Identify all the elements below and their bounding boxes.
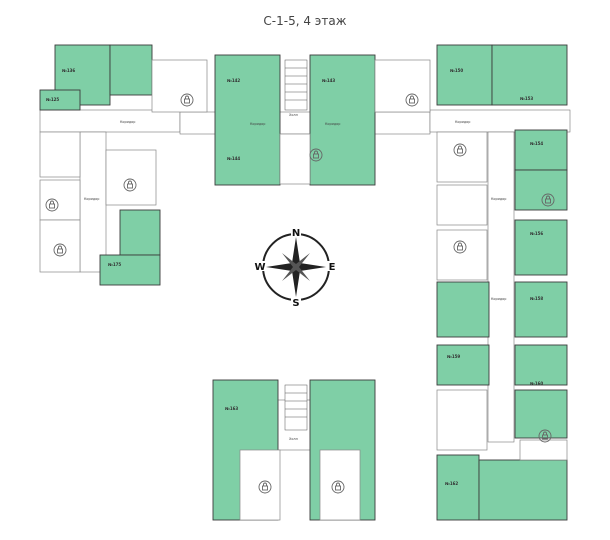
apartment-left-1[interactable] [119, 209, 161, 256]
apt-label: №143 [322, 78, 335, 83]
corridor-label: Коридор [491, 197, 506, 201]
apartment-east-3[interactable] [436, 454, 480, 521]
corridor-label: Коридор [491, 297, 506, 301]
plan-title: С-1-5, 4 этаж [263, 14, 347, 28]
compass-east: E [329, 262, 336, 273]
corridor-labels: Коридор Коридор Коридор Коридор Коридор … [84, 113, 506, 441]
apt-label: №156 [530, 231, 543, 236]
apt-label: №153 [520, 96, 533, 101]
apartment-154[interactable] [514, 129, 568, 171]
lock-icon [123, 178, 137, 192]
apt-label: №160 [530, 381, 543, 386]
lock-icon [258, 480, 272, 494]
apartment-162[interactable] [478, 459, 568, 521]
corridor-label: Коридор [250, 122, 265, 126]
apartment-142[interactable] [214, 54, 281, 186]
apartment-175[interactable] [99, 254, 161, 286]
apt-label: №163 [225, 406, 238, 411]
lock-icons [45, 93, 555, 494]
compass-west: W [254, 262, 265, 273]
lock-icon [541, 193, 555, 207]
compass-south: S [292, 298, 299, 309]
apartment-153[interactable] [491, 44, 568, 106]
hall-label: Холл [289, 113, 298, 117]
apt-label: №154 [530, 141, 543, 146]
apartment-125[interactable] [39, 89, 81, 111]
lock-icon [538, 429, 552, 443]
lock-icon [331, 480, 345, 494]
corridor-label: Коридор [455, 120, 470, 124]
apt-label: №162 [445, 481, 458, 486]
apt-label: №136 [62, 68, 75, 73]
apartment-east-2[interactable] [514, 281, 568, 338]
apt-label: №125 [46, 97, 59, 102]
apartment-east-1[interactable] [514, 169, 568, 211]
hall-label: Холл [289, 437, 298, 441]
apartment-150[interactable] [436, 44, 493, 106]
apartment-west-1[interactable] [436, 281, 490, 338]
lock-icon [453, 143, 467, 157]
lock-icon [453, 240, 467, 254]
lock-icon [45, 198, 59, 212]
lock-icon [180, 93, 194, 107]
apartment-143[interactable] [309, 54, 376, 186]
apt-label: №144 [227, 156, 240, 161]
apartment-labels: №136 №125 №142 №143 №144 №150 №153 №154 … [46, 68, 543, 486]
compass-north: N [292, 228, 300, 239]
apt-label: №159 [447, 354, 460, 359]
apt-label: №158 [530, 296, 543, 301]
staircase-bottom [284, 384, 308, 431]
apartment-158[interactable] [436, 344, 490, 386]
sold-apartments [39, 59, 568, 521]
compass-rose: N S W E [254, 227, 337, 309]
corridor-label: Коридор [325, 122, 340, 126]
lock-icon [53, 243, 67, 257]
apt-label: №142 [227, 78, 240, 83]
lock-icon [405, 93, 419, 107]
corridor-label: Коридор [120, 120, 135, 124]
apartment-160[interactable] [514, 389, 568, 439]
corridor-label: Коридор [84, 197, 99, 201]
apartment-159[interactable] [514, 344, 568, 386]
staircase-top [284, 59, 308, 111]
apartment-top-left-2[interactable] [109, 44, 153, 96]
lock-icon [309, 148, 323, 162]
apartment-156[interactable] [514, 219, 568, 276]
apt-label: №175 [108, 262, 121, 267]
apt-label: №150 [450, 68, 463, 73]
